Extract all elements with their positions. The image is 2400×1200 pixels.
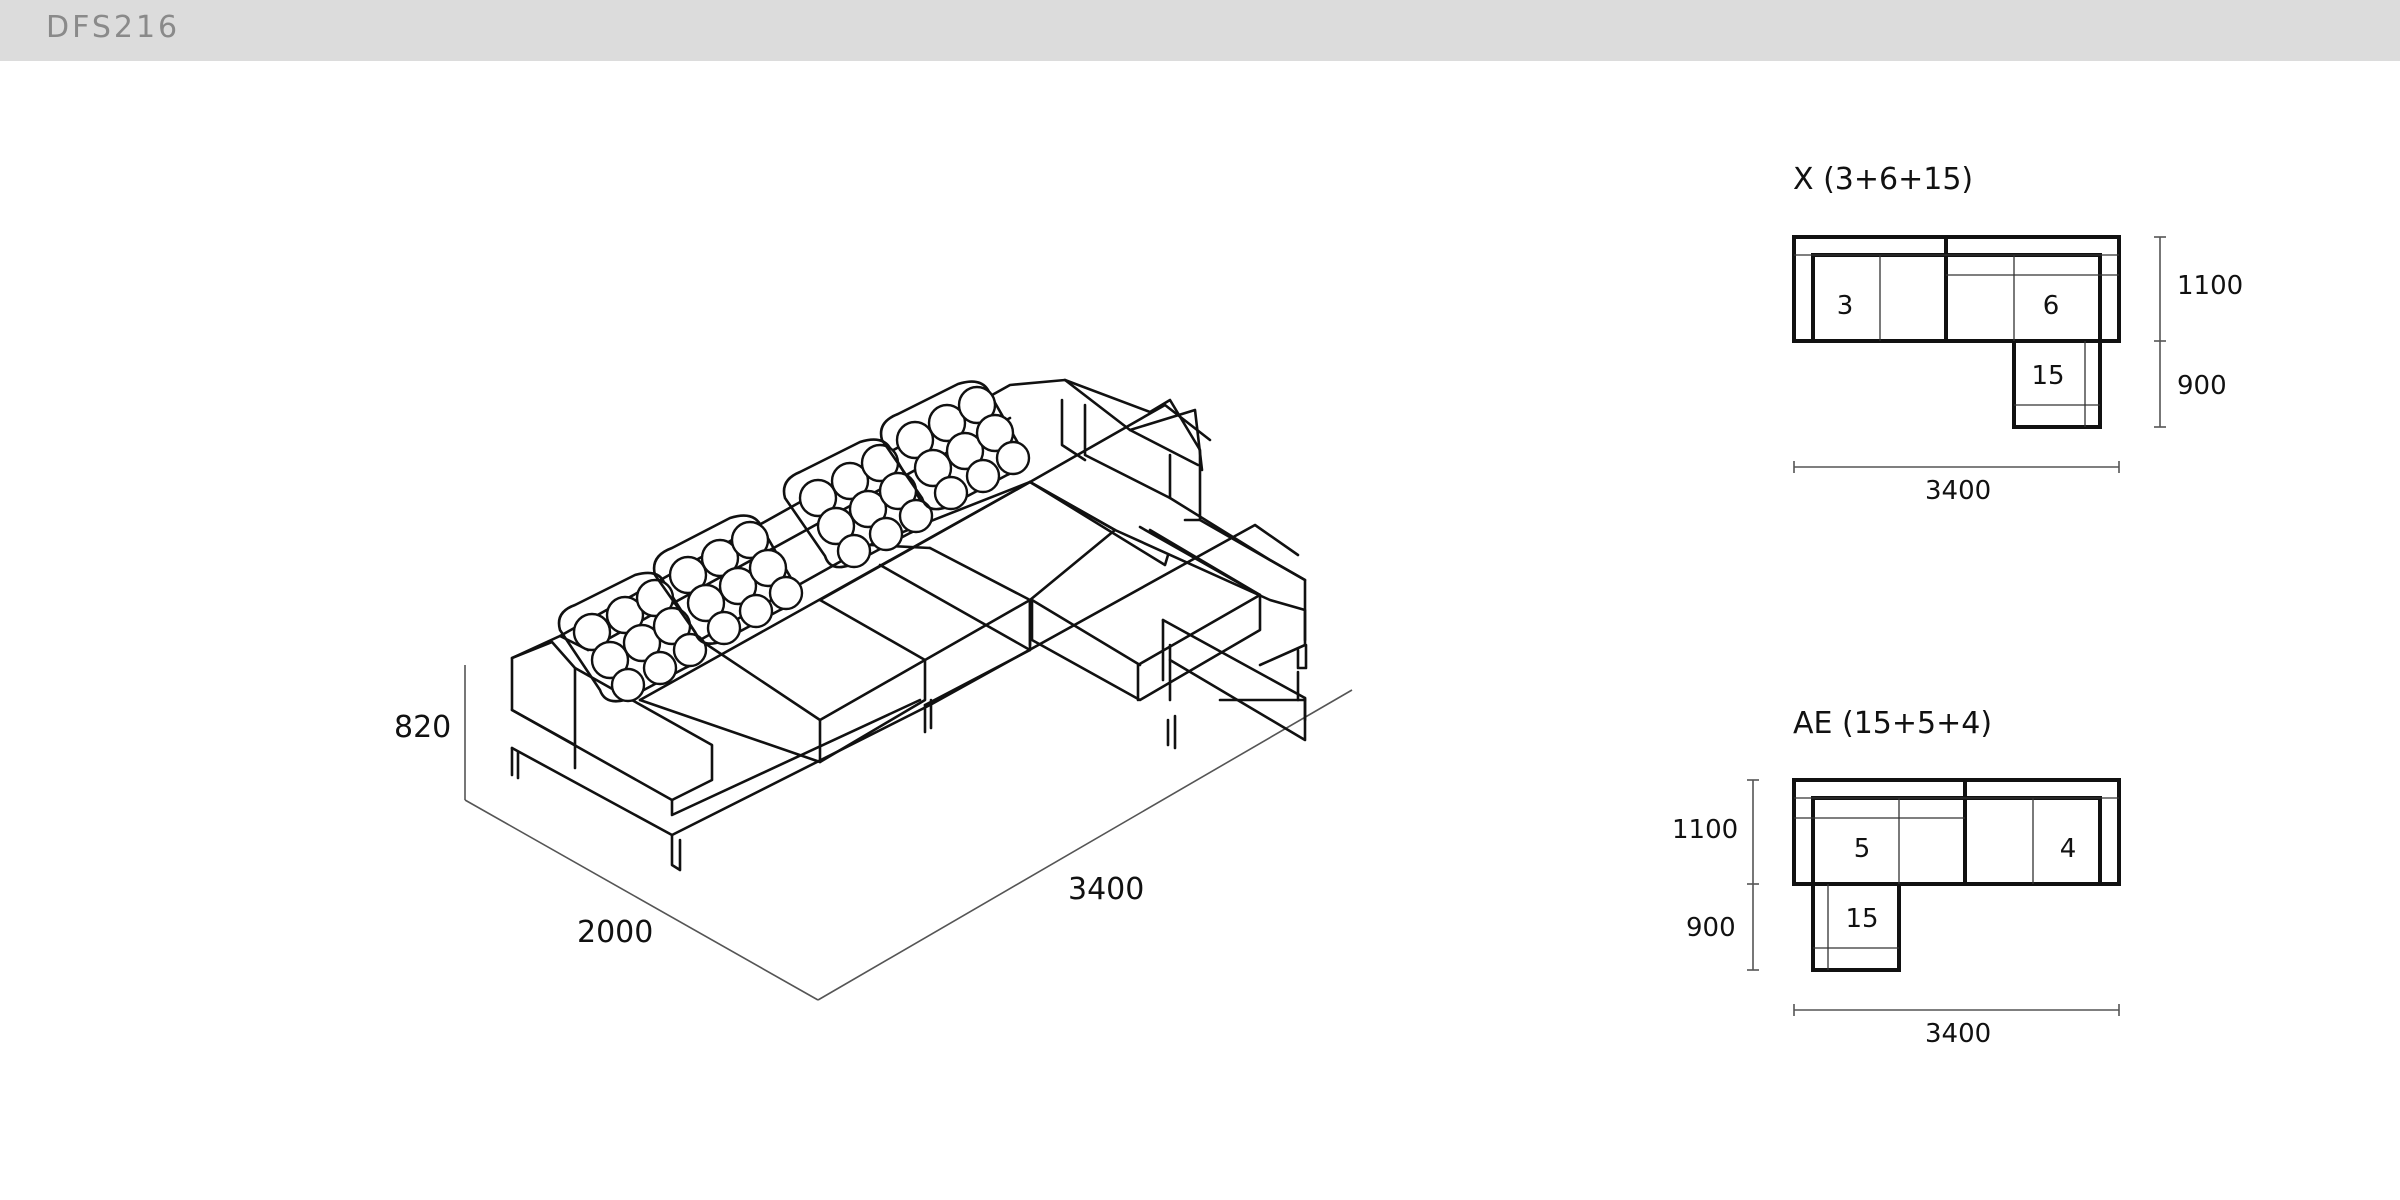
config-ae-module-15: 15 <box>1845 904 1879 934</box>
config-ae-title: AE (15+5+4) <box>1793 706 1993 741</box>
config-x-title: X (3+6+15) <box>1793 162 1974 197</box>
config-ae-depth-dimension-1100: 1100 <box>1672 815 1739 845</box>
config-x-module-15: 15 <box>2031 361 2065 391</box>
cushion-3 <box>782 438 934 569</box>
config-x-module-6: 6 <box>2042 291 2060 321</box>
config-x-dimension-lines <box>1793 236 2166 473</box>
iso-depth-dimension: 2000 <box>577 915 654 950</box>
cushion-2 <box>652 514 804 646</box>
iso-width-dimension: 3400 <box>1068 872 1145 907</box>
header-bar: DFS216 <box>0 0 2400 61</box>
cushion-1 <box>557 571 708 703</box>
config-ae-module-5: 5 <box>1853 834 1871 864</box>
cushion-4 <box>879 380 1031 511</box>
config-x-depth-dimension-1100: 1100 <box>2177 271 2244 301</box>
config-x-outline <box>1792 235 2121 429</box>
iso-height-dimension: 820 <box>394 710 452 745</box>
config-ae-depth-dimension-900: 900 <box>1686 913 1736 943</box>
config-x-depth-dimension-900: 900 <box>2177 371 2227 401</box>
config-ae-width-dimension: 3400 <box>1925 1019 1992 1049</box>
config-x-width-dimension: 3400 <box>1925 476 1992 506</box>
config-x-module-3: 3 <box>1836 291 1854 321</box>
iso-dimension-lines <box>464 665 1353 1001</box>
config-ae-dimension-lines <box>1747 779 2120 1016</box>
tufted-back-cushions <box>557 380 1031 703</box>
model-code: DFS216 <box>46 10 181 45</box>
config-ae-outline <box>1792 778 2121 972</box>
config-ae-module-4: 4 <box>2059 834 2077 864</box>
